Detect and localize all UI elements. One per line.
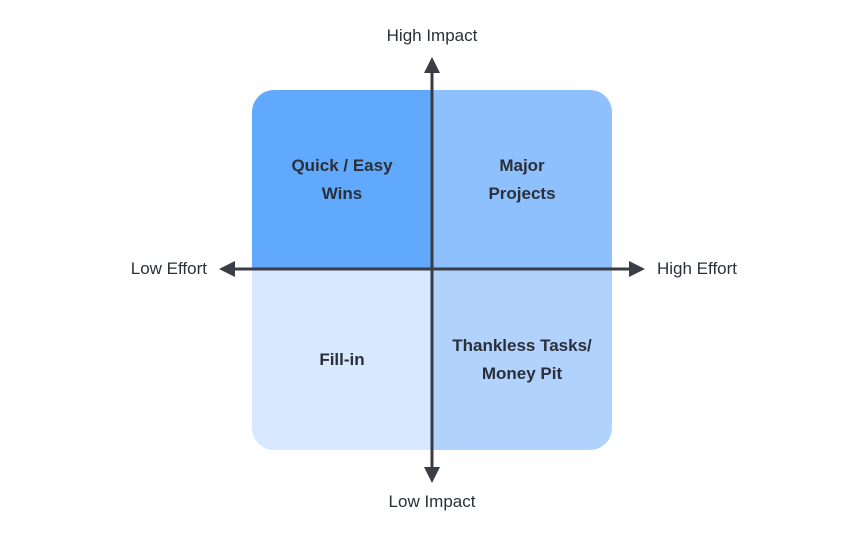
arrow-left-icon: [219, 261, 235, 277]
axis-label-high-effort: High Effort: [657, 259, 738, 278]
quadrant-label: Fill-in: [319, 350, 365, 369]
axis-label-high-impact: High Impact: [386, 26, 478, 45]
arrow-right-icon: [629, 261, 645, 277]
quadrant-major-projects: Major Projects: [432, 90, 612, 270]
quadrant-fill-in: Fill-in: [252, 270, 432, 450]
arrow-up-icon: [424, 57, 440, 73]
axis-label-low-effort: Low Effort: [130, 259, 207, 278]
quadrant-label: Thankless Tasks/ Money Pit: [452, 336, 592, 383]
quadrant-thankless-tasks: Thankless Tasks/ Money Pit: [432, 270, 612, 450]
quadrant-label: Major Projects: [488, 156, 556, 203]
quadrant-label: Quick / Easy Wins: [291, 156, 393, 203]
axis-label-low-impact: Low Impact: [388, 492, 476, 511]
quadrant-grid: Quick / Easy Wins Major Projects Fill-in…: [252, 90, 612, 450]
arrow-down-icon: [424, 467, 440, 483]
quadrant-quick-easy-wins: Quick / Easy Wins: [252, 90, 432, 270]
